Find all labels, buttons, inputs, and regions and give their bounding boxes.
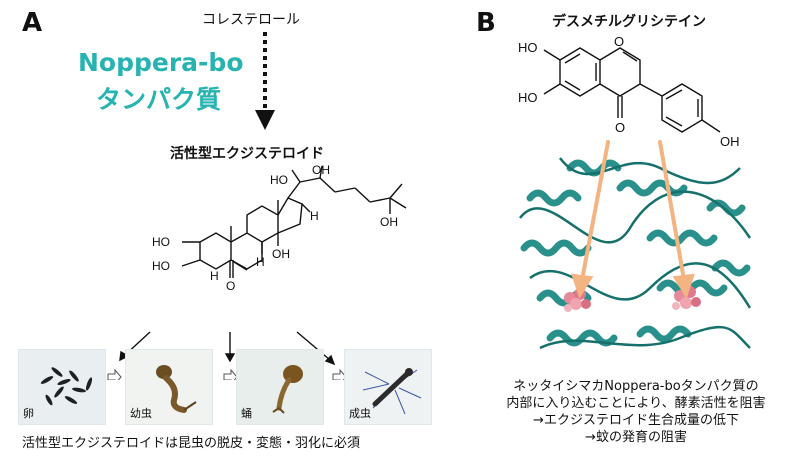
panel-b-caption-line-3: →エクジステロイド生合成量の低下 <box>533 413 739 428</box>
stage-larva-label: 幼虫 <box>130 407 152 420</box>
panel-a-caption: 活性型エクジステロイドは昆虫の脱皮・変態・羽化に必須 <box>22 436 361 451</box>
larva-icon <box>156 365 197 413</box>
mol-a-oh-22: OH <box>312 163 330 177</box>
stage-adult-image: 成虫 <box>344 349 432 425</box>
mol-a-h-17: H <box>310 209 319 223</box>
mol-a-h-9: H <box>256 255 265 269</box>
mol-a-ho-20: HO <box>270 173 288 187</box>
cholesterol-label: コレステロール <box>202 12 300 28</box>
mol-a-oh-14: OH <box>272 247 290 261</box>
panel-b-caption-line-1: ネッタイシマカNoppera-boタンパク質の <box>513 379 759 394</box>
stage-larva-image: 幼虫 <box>125 349 213 425</box>
mol-b-ho-bottom: HO <box>518 90 538 105</box>
mol-b-o-ring: O <box>614 34 624 49</box>
protein-label: タンパク質 <box>96 85 222 114</box>
mol-a-oh-25: OH <box>380 215 398 229</box>
mol-a-ho-3: HO <box>152 259 170 273</box>
isoflavone-structure: HO HO O O OH <box>518 34 740 149</box>
ecdysteroid-structure: HO HO H H OH H HO OH OH O <box>152 163 407 293</box>
panel-a-letter: A <box>22 8 43 38</box>
compound-title: デスメチルグリシテイン <box>552 14 706 30</box>
mol-b-oh-phenyl: OH <box>720 134 740 149</box>
panel-b-caption: ネッタイシマカNoppera-boタンパク質の 内部に入り込むことにより、酵素活… <box>480 378 792 446</box>
stage-eggs-image: 卵 <box>18 349 106 425</box>
panel-b-caption-line-2: 内部に入り込むことにより、酵素活性を阻害 <box>506 396 766 411</box>
mosquito-icon <box>362 368 422 415</box>
stage-pupa-label: 蛹 <box>241 407 252 420</box>
mol-a-o-6: O <box>226 279 235 293</box>
mol-a-h-5: H <box>210 269 219 283</box>
panel-b-letter: B <box>476 8 496 38</box>
binding-arrows <box>571 140 695 298</box>
stage-eggs-label: 卵 <box>23 407 34 420</box>
panel-b-caption-line-4: →蚊の発育の阻害 <box>585 430 687 445</box>
stage-arrows <box>107 331 347 380</box>
mol-b-o-keto: O <box>615 120 625 135</box>
pupa-icon <box>272 365 303 414</box>
protein-structure <box>519 157 752 350</box>
ecdysteroid-title: 活性型エクジステロイド <box>170 146 324 162</box>
eggs-icon <box>40 367 93 406</box>
pathway-arrow <box>255 32 275 130</box>
stage-pupa-image: 蛹 <box>236 349 324 425</box>
noppera-bo-label: Noppera-bo <box>78 48 244 77</box>
stage-adult-label: 成虫 <box>349 407 371 420</box>
mol-a-ho-2: HO <box>152 235 170 249</box>
mol-b-ho-top: HO <box>518 40 538 55</box>
